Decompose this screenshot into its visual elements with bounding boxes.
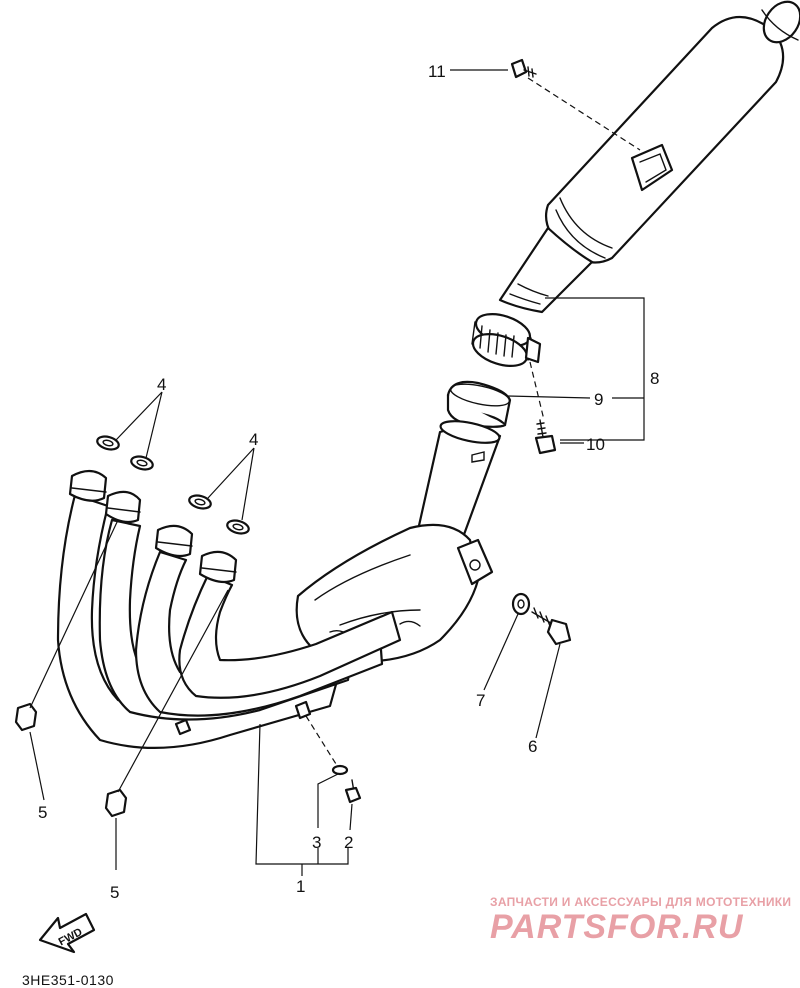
bolt-6 — [531, 607, 572, 646]
callout-4b: 4 — [249, 430, 258, 449]
callout-1: 1 — [296, 877, 305, 896]
drawing-code: 3HE351-0130 — [22, 972, 114, 988]
muffler — [498, 0, 800, 314]
callout-8: 8 — [650, 369, 659, 388]
bolt-2 — [344, 779, 362, 804]
callout-5a: 5 — [38, 803, 47, 822]
callout-2: 2 — [344, 833, 353, 852]
bolt-11 — [510, 58, 537, 79]
callout-11: 11 — [428, 62, 446, 81]
watermark-tagline: ЗАПЧАСТИ И АКСЕССУАРЫ ДЛЯ МОТОТЕХНИКИ — [490, 895, 791, 909]
gaskets-4 — [96, 435, 250, 535]
exhaust-pipe-assembly — [56, 420, 502, 749]
exhaust-clamp — [471, 313, 542, 367]
callout-5b: 5 — [110, 883, 119, 902]
bolt-10 — [534, 419, 557, 455]
nuts-5 — [14, 702, 128, 818]
callout-labels: 1 2 3 4 4 5 5 6 7 8 9 10 11 — [38, 62, 659, 902]
callout-4a: 4 — [157, 375, 166, 394]
callout-7: 7 — [476, 691, 485, 710]
callout-9: 9 — [594, 390, 603, 409]
washer-3 — [331, 764, 349, 776]
fwd-arrow-icon: FWD — [38, 912, 96, 954]
watermark: ЗАПЧАСТИ И АКСЕССУАРЫ ДЛЯ МОТОТЕХНИКИ PA… — [490, 895, 791, 946]
callout-3: 3 — [312, 833, 321, 852]
leader-lines — [29, 69, 645, 876]
gasket-ring — [446, 380, 512, 428]
washer-7 — [511, 592, 531, 616]
callout-10: 10 — [586, 435, 605, 454]
watermark-logo: PARTSFOR.RU — [490, 908, 744, 946]
callout-6: 6 — [528, 737, 537, 756]
